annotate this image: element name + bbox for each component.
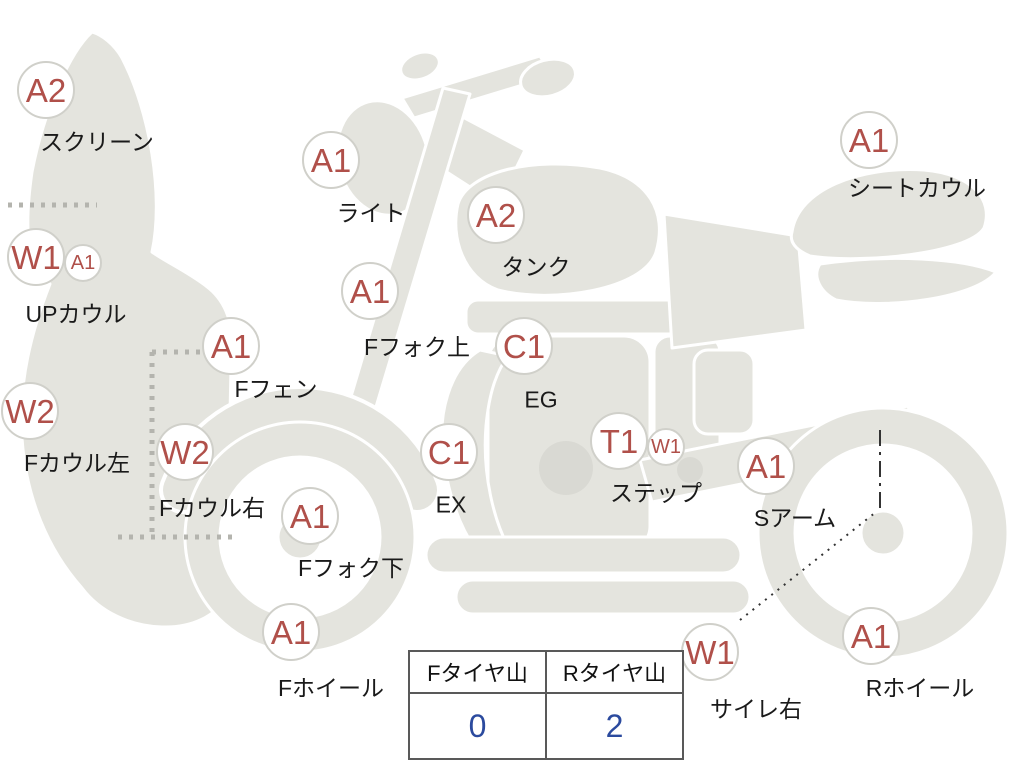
condition-code-screen: A2 bbox=[17, 61, 75, 119]
step-peg-shape bbox=[677, 457, 703, 483]
condition-code-exhaust: C1 bbox=[420, 423, 478, 481]
part-label-r-wheel: Rホイール bbox=[865, 675, 975, 701]
muffler-lower-shape bbox=[454, 578, 752, 616]
part-label-tank: タンク bbox=[501, 254, 571, 280]
condition-code-tank: A2 bbox=[467, 186, 525, 244]
seat-cowl-shape bbox=[789, 168, 988, 261]
frame-downtube-shape bbox=[692, 348, 756, 436]
part-label-f-fork-lower: Fフォク下 bbox=[297, 555, 405, 581]
condition-code-seat-cowl: A1 bbox=[840, 111, 898, 169]
part-label-f-fork-upper: Fフォク上 bbox=[363, 334, 471, 360]
part-label-seat-cowl: シートカウル bbox=[848, 175, 986, 201]
silencer-leader-line bbox=[739, 511, 877, 621]
tire-tread-table: Fタイヤ山 Rタイヤ山 0 2 bbox=[408, 650, 684, 760]
part-label-up-cowl: UPカウル bbox=[25, 301, 127, 327]
part-label-step: ステップ bbox=[610, 480, 702, 506]
part-label-f-cowl-right: Fカウル右 bbox=[158, 495, 266, 521]
part-label-f-cowl-left: Fカウル左 bbox=[23, 450, 131, 476]
condition-code-silencer-right: W1 bbox=[681, 623, 739, 681]
engine-cover-shape bbox=[539, 441, 593, 495]
part-label-f-fender: Fフェン bbox=[234, 376, 318, 402]
condition-code-f-fork-lower: A1 bbox=[281, 487, 339, 545]
f-tire-tread-header: Fタイヤ山 bbox=[408, 650, 547, 694]
rear-frame-shape bbox=[662, 212, 808, 350]
r-tire-tread-value: 2 bbox=[545, 692, 684, 760]
r-tire-tread-header: Rタイヤ山 bbox=[545, 650, 684, 694]
condition-code-step: T1 bbox=[590, 412, 648, 470]
part-label-swing-arm: Sアーム bbox=[753, 505, 837, 531]
condition-code-f-cowl-left: W2 bbox=[1, 382, 59, 440]
muffler-upper-shape bbox=[424, 535, 743, 575]
handle-grip-shape bbox=[519, 57, 577, 99]
condition-code-f-fender: A1 bbox=[202, 317, 260, 375]
part-label-silencer-right: サイレ右 bbox=[710, 696, 802, 722]
condition-code-swing-arm: A1 bbox=[737, 437, 795, 495]
condition-code-f-wheel: A1 bbox=[262, 603, 320, 661]
condition-code-f-cowl-right: W2 bbox=[156, 423, 214, 481]
part-label-light: ライト bbox=[336, 200, 406, 226]
mirror-shape bbox=[399, 50, 441, 82]
part-label-f-wheel: Fホイール bbox=[277, 675, 385, 701]
condition-code-r-wheel: A1 bbox=[842, 607, 900, 665]
condition-code-engine: C1 bbox=[495, 317, 553, 375]
condition-subcode-step: W1 bbox=[647, 428, 685, 466]
condition-code-light: A1 bbox=[302, 131, 360, 189]
condition-code-f-fork-upper: A1 bbox=[341, 262, 399, 320]
condition-subcode-up-cowl: A1 bbox=[64, 244, 102, 282]
part-label-engine: EG bbox=[524, 386, 558, 413]
tail-shape bbox=[815, 256, 998, 305]
part-label-screen: スクリーン bbox=[40, 129, 154, 155]
part-label-exhaust: EX bbox=[435, 491, 467, 518]
condition-code-up-cowl: W1 bbox=[7, 228, 65, 286]
f-tire-tread-value: 0 bbox=[408, 692, 547, 760]
